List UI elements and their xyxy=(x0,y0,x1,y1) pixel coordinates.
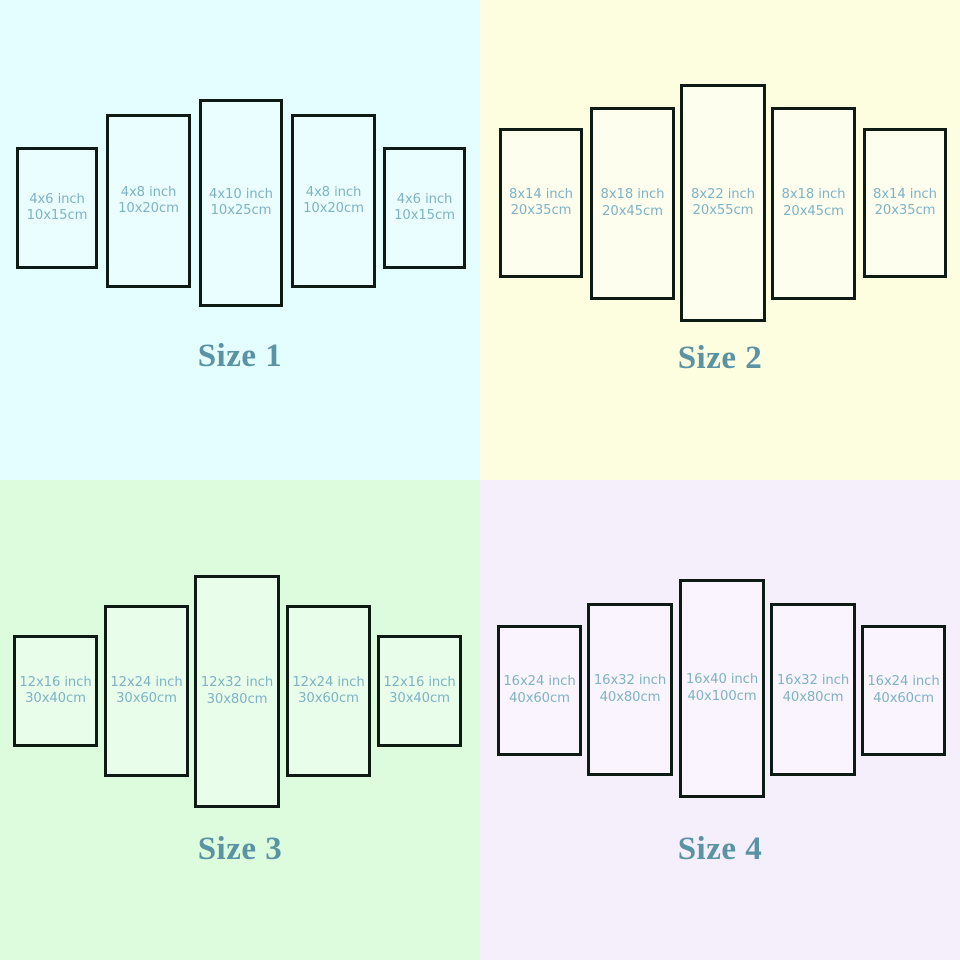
panel-size-inches: 8x22 inch xyxy=(691,186,755,202)
panel-size-inches: 12x16 inch xyxy=(19,674,92,690)
quadrant-title-size-2: Size 2 xyxy=(677,340,763,376)
panel-size-centimeters: 30x40cm xyxy=(389,691,450,706)
quadrant-title-size-1: Size 1 xyxy=(197,338,283,374)
panel-size-centimeters: 30x60cm xyxy=(298,691,359,706)
panel-size-centimeters: 10x25cm xyxy=(210,203,272,218)
panel-size-centimeters: 30x60cm xyxy=(116,691,177,706)
panel-size-centimeters: 20x55cm xyxy=(692,203,754,218)
panel-size-inches: 4x10 inch xyxy=(209,186,273,202)
panel-size-centimeters: 20x45cm xyxy=(602,203,663,219)
panel-size-centimeters: 20x35cm xyxy=(874,203,936,218)
panel-size-inches: 4x6 inch xyxy=(29,191,85,207)
panel-size-centimeters: 40x100cm xyxy=(687,688,757,704)
panel-size-inches: 12x16 inch xyxy=(383,674,456,690)
panel-size-centimeters: 30x80cm xyxy=(206,691,268,707)
panel-size-inches: 4x8 inch xyxy=(120,184,177,200)
panel-size-inches: 16x40 inch xyxy=(685,672,759,688)
panel-size-inches: 12x32 inch xyxy=(200,675,274,691)
panel-size-centimeters: 10x15cm xyxy=(394,208,455,223)
panel-size-inches: 8x14 inch xyxy=(873,186,937,202)
panel-size-inches: 4x6 inch xyxy=(396,191,453,207)
panel-size-centimeters: 40x60cm xyxy=(873,690,934,706)
panel-size-centimeters: 40x80cm xyxy=(782,689,844,705)
panel-size-inches: 12x24 inch xyxy=(292,674,365,690)
quadrant-title-size-3: Size 3 xyxy=(197,831,283,867)
panel-size-inches: 16x24 inch xyxy=(867,674,940,690)
panel-size-centimeters: 10x20cm xyxy=(118,201,179,216)
panel-size-centimeters: 20x35cm xyxy=(510,203,572,218)
panel-size-centimeters: 10x20cm xyxy=(303,201,364,216)
panel-size-centimeters: 30x40cm xyxy=(25,691,86,706)
panel-size-inches: 16x24 inch xyxy=(503,674,576,690)
panel-size-inches: 16x32 inch xyxy=(776,673,850,689)
panel-size-inches: 12x24 inch xyxy=(110,674,183,690)
panel-size-inches: 16x32 inch xyxy=(593,673,667,689)
panel-size-inches: 8x18 inch xyxy=(600,187,665,203)
panel-size-inches: 4x8 inch xyxy=(305,184,362,200)
panel-size-centimeters: 40x80cm xyxy=(599,689,661,705)
quadrant-title-size-4: Size 4 xyxy=(677,831,763,867)
panel-size-centimeters: 40x60cm xyxy=(509,690,570,706)
panel-size-inches: 8x14 inch xyxy=(509,186,573,202)
panel-size-inches: 8x18 inch xyxy=(781,187,846,203)
panel-size-centimeters: 20x45cm xyxy=(783,203,844,219)
panel-size-centimeters: 10x15cm xyxy=(26,208,88,223)
